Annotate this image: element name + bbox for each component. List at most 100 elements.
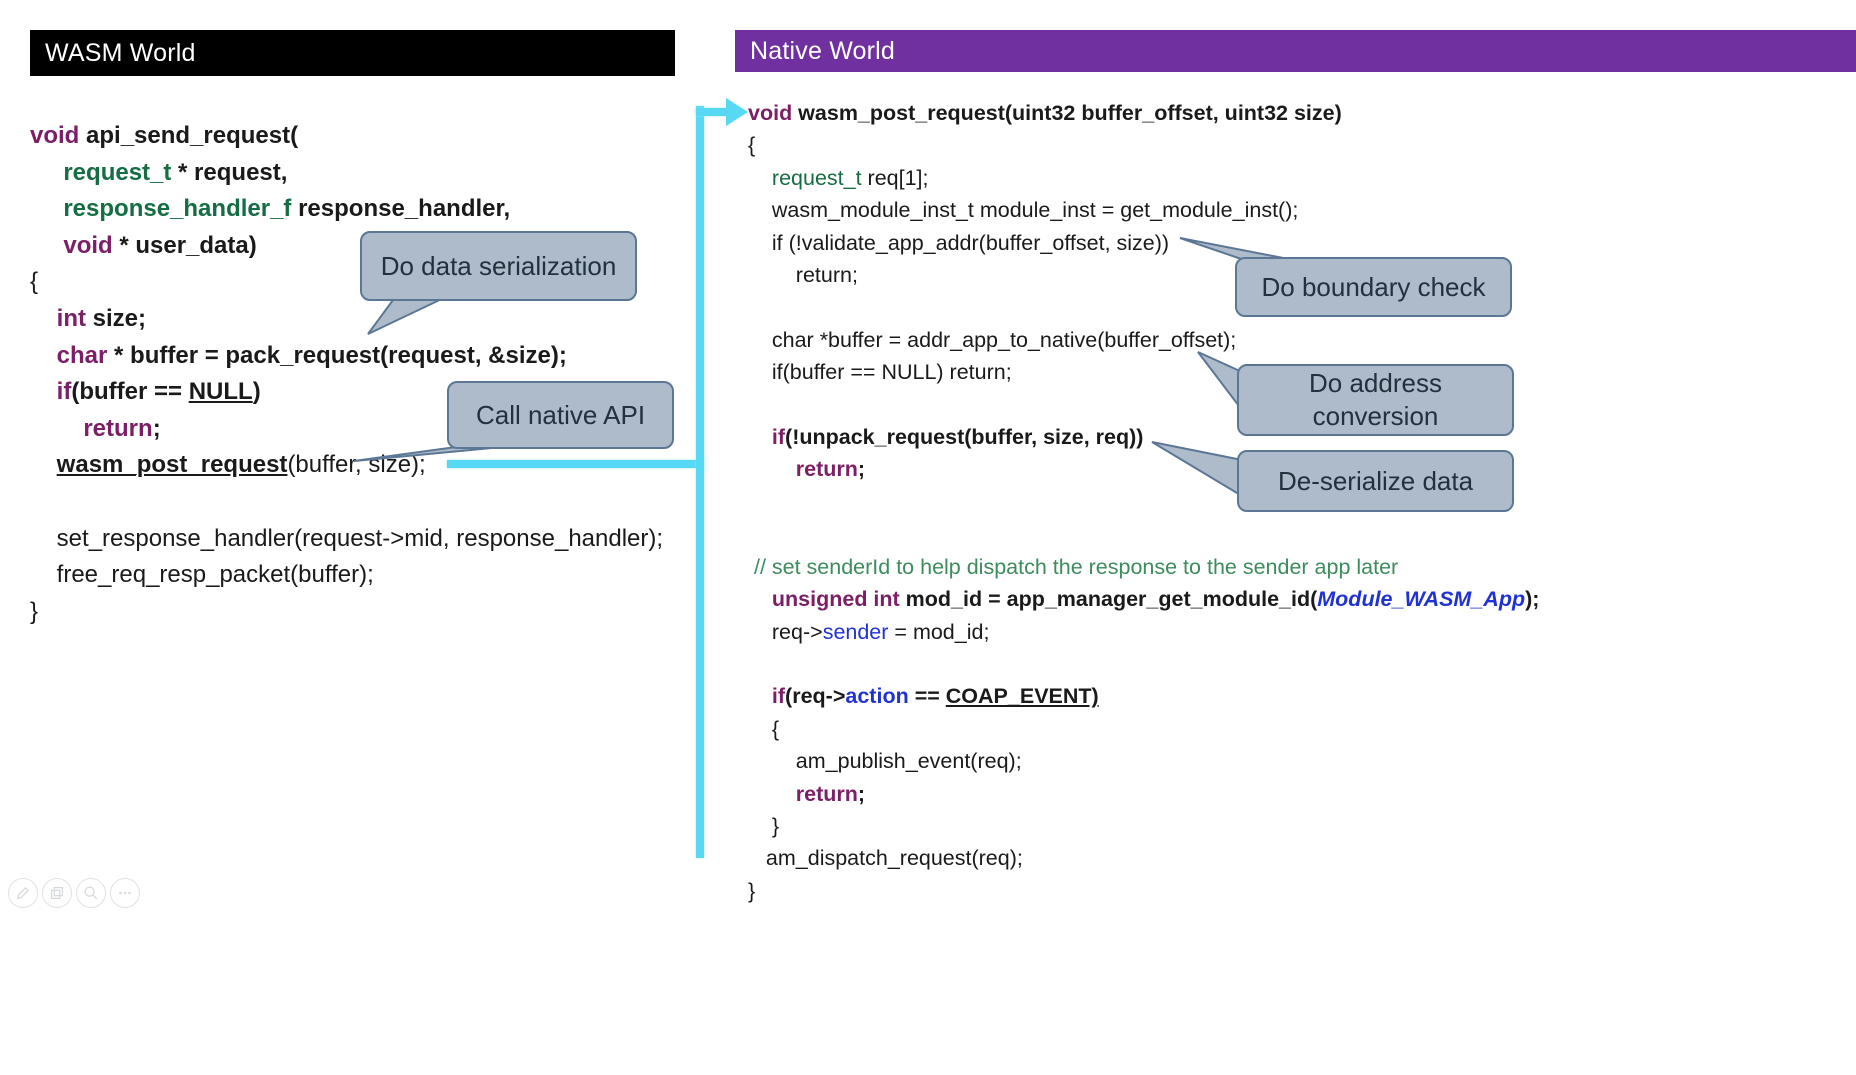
wasm-world-header: WASM World [30,30,675,76]
code-token: NULL [188,378,253,406]
code-token: char *buffer = addr_app_to_native(buffer… [748,327,1237,352]
code-token: char [56,341,108,369]
code-token: sender [822,619,889,644]
code-line: { [748,129,1539,161]
code-token: Module_WASM_App [1317,587,1526,612]
code-token: if (!validate_app_addr(buffer_offset, si… [748,230,1170,255]
code-line: return; [748,453,1539,485]
slides-overview-icon[interactable] [42,878,72,908]
code-token: ; [857,457,866,482]
code-line: free_req_resp_packet(buffer); [30,557,663,594]
code-token: // set senderId to help dispatch the res… [753,554,1399,579]
code-line [30,484,663,521]
code-line: return; [748,778,1539,810]
more-options-icon[interactable] [110,878,140,908]
code-token [748,782,796,806]
code-token: void [30,122,80,149]
code-line: request_t req[1]; [748,162,1539,194]
code-token: size; [86,304,147,332]
code-line: { [30,264,663,301]
code-token: void [748,101,793,125]
code-line: if(req->action == COAP_EVENT) [748,680,1539,712]
code-line: } [30,594,663,631]
code-token: ; [152,414,161,442]
callout-call-native-api-label: Call native API [475,399,646,430]
code-line: if(buffer == NULL) return; [748,356,1539,388]
callout-do-boundary-check-label: Do boundary check [1261,271,1486,302]
native-code-block: void wasm_post_request(uint32 buffer_off… [748,97,1539,907]
call-flow-arrow-top [696,108,728,116]
code-line: am_dispatch_request(req); [748,842,1539,874]
code-line: { [748,713,1539,745]
code-token: ; [857,781,866,806]
code-line: // set senderId to help dispatch the res… [748,551,1539,583]
wasm-code-block: void api_send_request( request_t * reque… [30,118,663,630]
code-line: void * user_data) [30,228,663,265]
callout-do-address-conversion: Do address conversion [1237,364,1514,436]
code-token: if [771,425,786,450]
code-token: (!unpack_request(buffer, size, req)) [785,425,1144,450]
code-token: response_handler, [298,195,511,223]
code-token: ) [252,378,261,406]
callout-do-boundary-check: Do boundary check [1235,257,1512,317]
call-flow-arrowhead-icon [726,98,748,126]
zoom-icon[interactable] [76,878,106,908]
code-token: return; [748,263,858,288]
code-token [30,451,57,478]
code-token: req[1]; [861,165,929,190]
call-flow-arrow-vertical [696,106,704,858]
code-token: action [845,684,909,709]
code-line: char * buffer = pack_request(request, &s… [30,338,663,375]
code-token: == [908,684,946,709]
code-token: unsigned int [771,587,900,612]
pen-icon[interactable] [8,878,38,908]
code-token: am_dispatch_request(req); [748,846,1023,871]
code-token [30,305,57,332]
code-line: if(buffer == NULL) [30,374,663,411]
code-token: { [748,133,756,158]
code-token [30,415,83,442]
code-line: am_publish_event(req); [748,745,1539,777]
code-line: response_handler_f response_handler, [30,191,663,228]
code-token: mod_id = app_manager_get_module_id( [899,587,1318,612]
code-token: wasm_module_inst_t module_inst = get_mod… [748,198,1299,223]
code-token: COAP_EVENT) [945,684,1099,709]
code-line: } [748,810,1539,842]
code-token [748,684,772,708]
code-token [748,166,772,190]
code-token: (buffer, size); [287,451,426,479]
code-token [748,587,772,611]
native-world-header-label: Native World [750,36,896,65]
code-token: * buffer = pack_request(request, &size); [107,341,567,369]
code-token: response_handler_f [30,195,299,223]
code-token: { [30,268,39,296]
code-line: return; [30,411,663,448]
code-token [748,425,772,449]
code-token: wasm_post_request [56,451,288,479]
code-token: wasm_post_request(uint32 buffer_offset, … [792,101,1342,125]
code-token: * user_data) [119,231,257,259]
code-line: if(!unpack_request(buffer, size, req)) [748,421,1539,453]
call-flow-arrow-horizontal [447,460,704,468]
code-line: wasm_post_request(buffer, size); [30,447,663,484]
code-line: unsigned int mod_id = app_manager_get_mo… [748,583,1540,615]
code-line [748,518,1539,550]
callout-de-serialize-data-label: De-serialize data [1277,465,1474,496]
code-token [30,342,57,369]
callout-do-data-serialization: Do data serialization [360,231,637,301]
callout-de-serialize-data: De-serialize data [1237,450,1514,512]
code-token: } [30,597,39,625]
presenter-toolbar [8,878,140,908]
code-line: void api_send_request( [30,118,663,155]
code-token: request_t [30,158,179,186]
code-token: request_t [771,165,862,190]
code-token: } [748,878,756,903]
code-line: wasm_module_inst_t module_inst = get_mod… [748,194,1539,226]
code-token: if(buffer == NULL) return; [748,360,1012,385]
callout-do-address-conversion-label: Do address conversion [1309,368,1442,431]
code-token: void [30,231,120,259]
code-line: if (!validate_app_addr(buffer_offset, si… [748,227,1539,259]
code-token: return [795,457,858,482]
code-token [30,378,57,405]
code-token: set_response_handler(request->mid, respo… [30,524,664,552]
